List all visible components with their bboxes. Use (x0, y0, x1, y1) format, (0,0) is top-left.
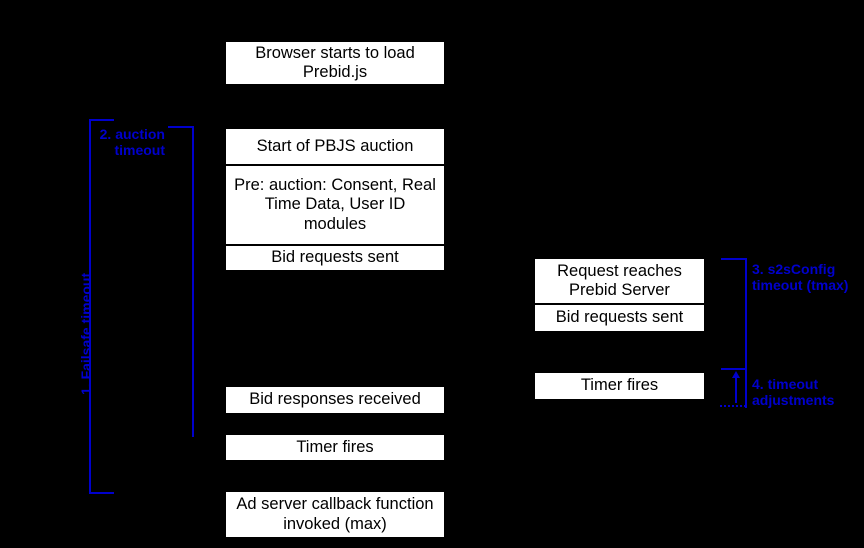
process-box-timer-fires-server: Timer fires (534, 372, 705, 400)
s2sconfig-bracket-bottom-arm (721, 368, 747, 370)
failsafe-bracket-bottom-arm (89, 492, 114, 494)
annotation-failsafe-timeout: 1. Failsafe timeout (78, 272, 94, 395)
process-box-label: Start of PBJS auction (256, 136, 414, 155)
auction-timeout-bracket-vertical (192, 126, 194, 437)
failsafe-bracket-top-arm (89, 119, 114, 121)
timeout-adjustments-arrow-head (732, 371, 740, 378)
timeout-adjustments-dotted-baseline (720, 405, 746, 407)
process-box-label: Request reaches Prebid Server (557, 261, 682, 299)
process-box-label: Pre: auction: Consent, Real Time Data, U… (234, 175, 436, 233)
process-box-label: Bid requests sent (271, 248, 399, 267)
annotation-auction-timeout: 2. auction timeout (99, 126, 165, 159)
timeout-adjustments-bracket-vertical (745, 368, 747, 408)
process-box-request-reaches-prebid-server: Request reaches Prebid Server (534, 258, 705, 304)
timeout-adjustments-arrow-shaft (735, 377, 737, 403)
auction-timeout-bracket-top-arm (168, 126, 194, 128)
process-box-bid-requests-sent: Bid requests sent (225, 245, 445, 271)
process-box-label: Ad server callback function invoked (max… (236, 495, 434, 533)
process-box-browser-load: Browser starts to load Prebid.js (225, 41, 445, 85)
process-box-bid-responses-received: Bid responses received (225, 386, 445, 414)
process-box-ad-server-callback: Ad server callback function invoked (max… (225, 491, 445, 538)
process-box-server-bid-requests-sent: Bid requests sent (534, 304, 705, 332)
process-box-label: Browser starts to load Prebid.js (255, 43, 415, 81)
process-box-pre-auction-modules: Pre: auction: Consent, Real Time Data, U… (225, 165, 445, 245)
process-box-label: Bid requests sent (555, 308, 684, 327)
process-box-label: Timer fires (580, 376, 659, 395)
process-box-label: Bid responses received (249, 390, 421, 409)
annotation-timeout-adjustments: 4. timeout adjustments (752, 376, 835, 409)
process-box-auction-start: Start of PBJS auction (225, 128, 445, 165)
annotation-s2sconfig-timeout: 3. s2sConfig timeout (tmax) (752, 261, 849, 294)
s2sconfig-bracket-top-arm (721, 258, 747, 260)
s2sconfig-bracket-vertical (745, 258, 747, 370)
failsafe-bracket-vertical (89, 119, 91, 494)
process-box-label: Timer fires (296, 437, 374, 456)
process-box-timer-fires-client: Timer fires (225, 434, 445, 461)
